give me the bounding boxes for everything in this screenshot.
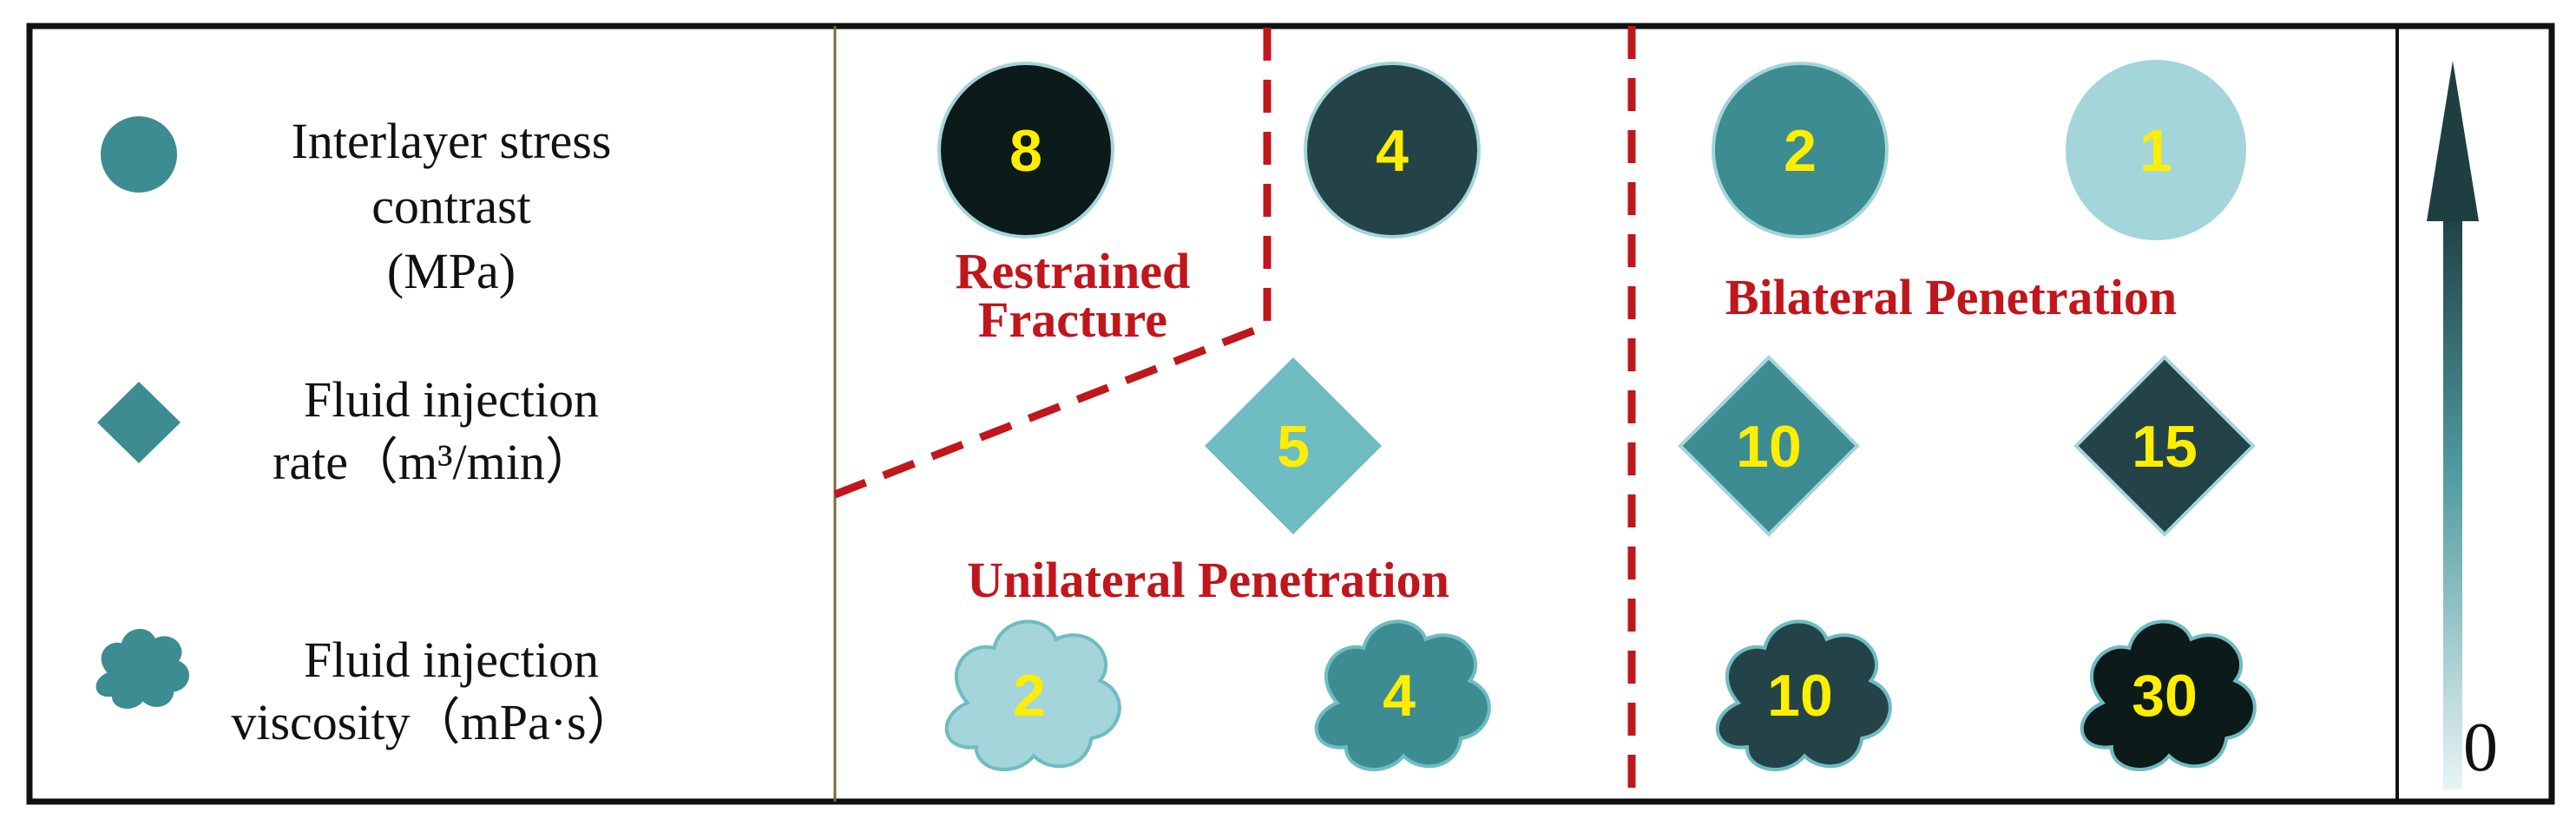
stress-markers: 8 4 2 1 bbox=[937, 60, 2246, 240]
legend-viscosity-line-1: Fluid injection bbox=[304, 632, 599, 688]
legend-viscosity-line-2: viscosity（mPa·s） bbox=[231, 694, 636, 750]
stress-circle-marker bbox=[1712, 62, 1889, 239]
restrained-fracture-label-line-2: Fracture bbox=[978, 291, 1167, 348]
legend: Interlayer stress contrast (MPa) Fluid i… bbox=[95, 113, 637, 750]
legend-rate-line-1: Fluid injection bbox=[304, 371, 599, 428]
stress-value-label: 2 bbox=[1784, 118, 1817, 184]
stress-circle-marker bbox=[2066, 60, 2246, 240]
legend-stress-line-3: (MPa) bbox=[387, 243, 516, 299]
rate-diamond-marker bbox=[1205, 357, 1382, 534]
legend-rate-line-2: rate（m³/min） bbox=[273, 434, 595, 490]
stress-value-label: 1 bbox=[2139, 118, 2172, 184]
rate-diamond-marker bbox=[1678, 355, 1860, 537]
viscosity-value-label: 10 bbox=[1767, 663, 1833, 729]
restrained-fracture-label-line-1: Restrained bbox=[956, 243, 1191, 299]
stress-value-label: 4 bbox=[1376, 118, 1409, 184]
rate-value-label: 5 bbox=[1277, 414, 1310, 480]
rate-value-label: 10 bbox=[1736, 414, 1802, 480]
unilateral-penetration-label: Unilateral Penetration bbox=[967, 552, 1449, 608]
rate-markers: 5 10 15 bbox=[1205, 355, 2256, 537]
stress-circle-marker bbox=[1304, 62, 1481, 239]
scale-min-label: 0 bbox=[2463, 710, 2498, 786]
diamond-icon bbox=[97, 382, 181, 463]
rate-value-label: 15 bbox=[2132, 414, 2198, 480]
circle-icon bbox=[101, 116, 177, 193]
stress-circle-marker bbox=[937, 62, 1114, 239]
rate-diamond-marker bbox=[2073, 355, 2256, 537]
viscosity-value-label: 2 bbox=[1013, 663, 1046, 729]
stress-value-label: 8 bbox=[1009, 118, 1042, 184]
up-arrow-icon bbox=[2427, 61, 2479, 789]
viscosity-value-label: 4 bbox=[1383, 663, 1416, 729]
viscosity-markers: 2 4 10 30 bbox=[947, 621, 2255, 769]
legend-stress-line-2: contrast bbox=[371, 178, 531, 234]
bilateral-penetration-label: Bilateral Penetration bbox=[1725, 269, 2177, 325]
viscosity-value-label: 30 bbox=[2132, 663, 2198, 729]
legend-stress-line-1: Interlayer stress bbox=[292, 113, 612, 169]
